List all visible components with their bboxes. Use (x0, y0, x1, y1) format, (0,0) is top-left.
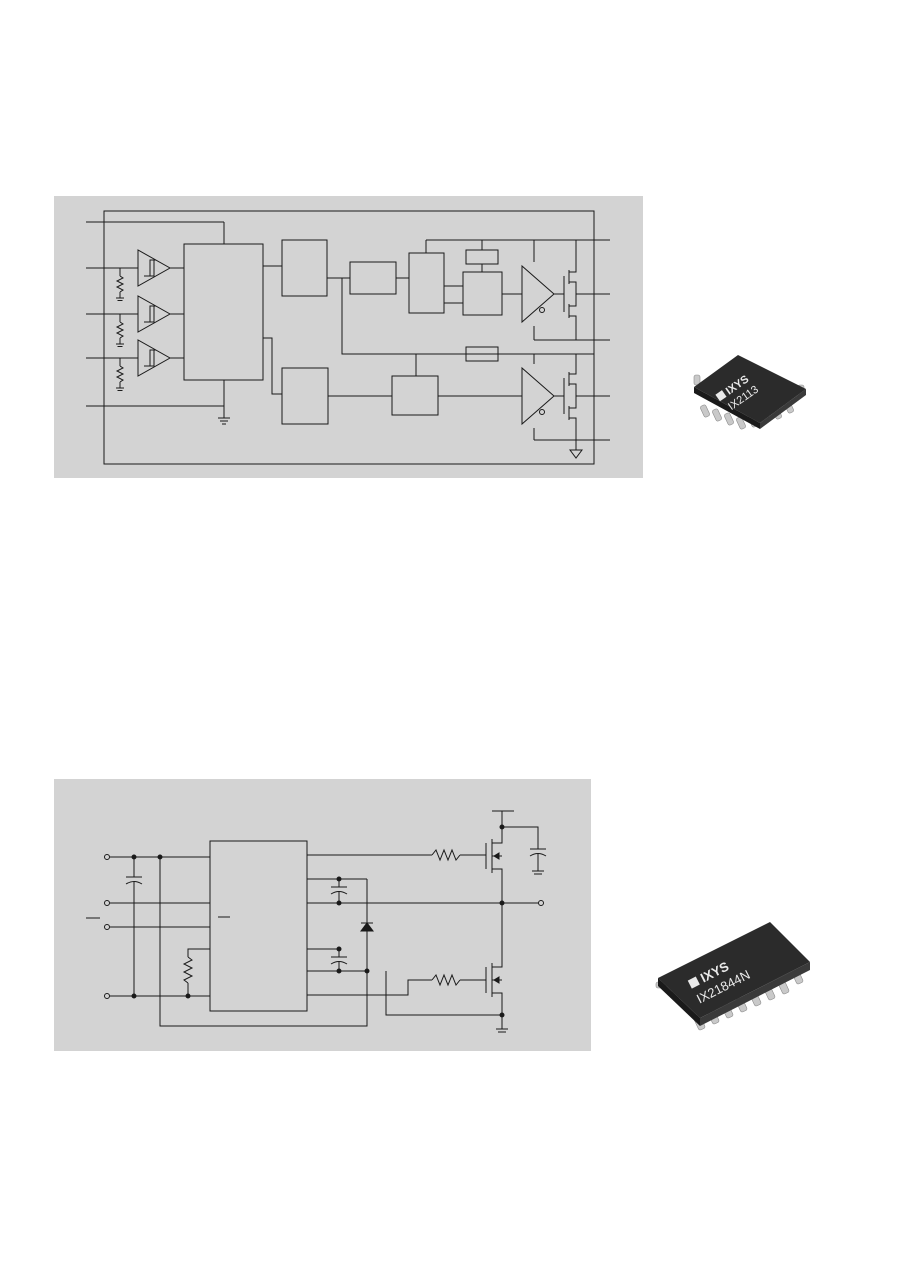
high-side-mosfet (485, 827, 503, 903)
bootstrap-diode (360, 917, 374, 957)
uv-detect-low-block (391, 375, 439, 416)
level-shift-block (281, 239, 328, 297)
input-capacitor (125, 857, 143, 996)
application-circuit (86, 810, 547, 1033)
high-side-resistor-block (465, 249, 499, 265)
application-circuit-panel (54, 779, 591, 1051)
bulk-capacitor (529, 848, 547, 875)
pulldown-resistor-3 (115, 358, 125, 391)
terminal-sd (104, 924, 110, 930)
gate-resistor-high (431, 848, 461, 862)
vcc-capacitor (330, 949, 348, 971)
uv-detect-block (462, 271, 503, 316)
terminal-in (104, 900, 110, 906)
chip-photo-ix21844n: IXYS IX21844N (652, 918, 816, 1040)
block-diagram-panel (54, 196, 643, 478)
driver-ic (209, 840, 308, 1012)
high-side-driver (521, 264, 555, 324)
chip-body (694, 355, 806, 423)
gate-resistor-low (431, 973, 461, 987)
latch-block (408, 252, 445, 314)
pulldown-resistor-1 (115, 268, 125, 301)
terminal-com (104, 993, 110, 999)
pulse-filter-block (349, 261, 397, 295)
pulldown-resistor-2 (115, 314, 125, 347)
dt-resistor (182, 948, 210, 996)
terminal-vcc (104, 854, 110, 860)
high-side-output-mosfets (539, 240, 594, 340)
schmitt-buffer-1 (137, 249, 184, 287)
bootstrap-capacitor (330, 879, 348, 903)
chip-body (658, 922, 810, 1018)
schmitt-buffer-3 (137, 339, 184, 377)
low-side-mosfet (485, 903, 503, 1029)
block-diagram (86, 210, 610, 465)
low-side-output-mosfets (539, 354, 594, 440)
ic-boundary (103, 210, 595, 465)
schmitt-buffer-2 (137, 295, 184, 333)
terminal-out (538, 900, 544, 906)
delay-block (281, 367, 329, 425)
low-side-driver (521, 366, 555, 426)
chip-photo-ix2113: IXYS IX2113 (686, 345, 812, 435)
logic-block (183, 243, 264, 381)
ground-symbol (569, 449, 583, 459)
